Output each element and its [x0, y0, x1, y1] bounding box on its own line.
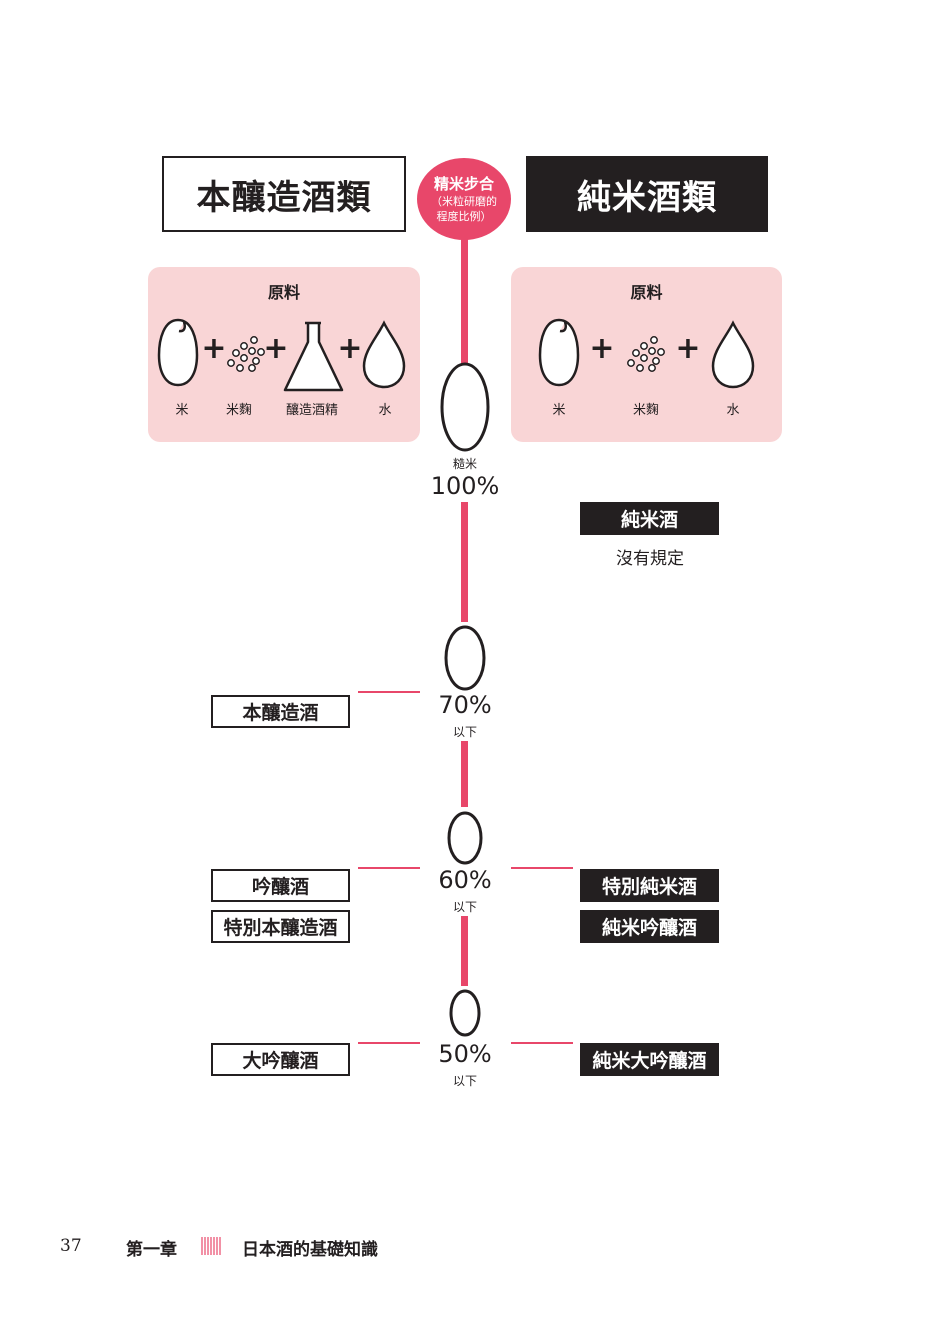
- label-junmai: 純米酒: [580, 502, 719, 535]
- chapter-title: 日本酒的基礎知識: [242, 1240, 378, 1260]
- label-ginjo: 吟釀酒: [211, 869, 350, 902]
- page-number: 37: [60, 1236, 82, 1256]
- plus-sign: +: [201, 331, 227, 366]
- ingredient-label-water: 水: [726, 403, 740, 418]
- plus-sign: +: [337, 331, 363, 366]
- percent-100: 100%: [430, 472, 500, 500]
- junmai-category-title: 純米酒類: [526, 156, 768, 232]
- axis-line: [461, 502, 468, 622]
- label-honjozo: 本釀造酒: [211, 695, 350, 728]
- brown-rice-label: 糙米: [452, 457, 478, 471]
- leader-line: [358, 867, 420, 869]
- leader-line: [511, 867, 573, 869]
- polishing-ratio-badge: 精米步合 （米粒研磨的 程度比例）: [417, 158, 511, 240]
- chapter-divider-icon: [201, 1237, 221, 1255]
- ingredients-title: 原料: [630, 283, 663, 302]
- percent-50-note: 以下: [452, 1074, 478, 1088]
- ingredient-label-alcohol: 釀造酒精: [285, 403, 339, 418]
- polishing-ratio-title: 精米步合: [433, 174, 494, 193]
- label-daiginjo: 大吟釀酒: [211, 1043, 350, 1076]
- ingredients-title: 原料: [267, 283, 300, 302]
- percent-60: 60%: [438, 866, 492, 894]
- chapter-label: 第一章: [126, 1240, 177, 1260]
- brown-rice-grain-icon: [440, 362, 490, 452]
- percent-70: 70%: [438, 691, 492, 719]
- leader-line: [511, 1042, 573, 1044]
- junmai-ingredients-panel: 原料 + + 米 米麴 水: [511, 267, 782, 442]
- leader-line: [358, 1042, 420, 1044]
- plus-sign: +: [589, 331, 615, 366]
- koji-icon: [227, 336, 265, 372]
- rice-60-grain-icon: [447, 811, 483, 865]
- plus-sign: +: [675, 331, 701, 366]
- rice-grain-icon: [538, 318, 580, 387]
- label-junmai-daiginjo: 純米大吟釀酒: [580, 1043, 719, 1076]
- koji-icon: [627, 336, 665, 372]
- leader-line: [358, 691, 420, 693]
- axis-line: [461, 238, 468, 364]
- ingredient-label-koji: 米麴: [632, 403, 660, 418]
- ingredient-label-koji: 米麴: [225, 403, 253, 418]
- percent-50: 50%: [438, 1040, 492, 1068]
- label-junmai-ginjo: 純米吟釀酒: [580, 910, 719, 943]
- honjozo-category-title: 本釀造酒類: [162, 156, 406, 232]
- percent-60-note: 以下: [452, 900, 478, 914]
- junmai-ingredient-icons: [538, 318, 755, 389]
- axis-line: [461, 741, 468, 807]
- polishing-ratio-note-1: （米粒研磨的: [431, 194, 497, 208]
- rice-50-grain-icon: [449, 989, 481, 1037]
- junmai-no-rule-note: 沒有規定: [616, 549, 684, 569]
- plus-sign: +: [263, 331, 289, 366]
- alcohol-flask-icon: [283, 321, 344, 392]
- percent-70-note: 以下: [452, 725, 478, 739]
- polishing-ratio-note-2: 程度比例）: [436, 209, 492, 223]
- label-tokubetsu-honjozo: 特別本釀造酒: [211, 910, 350, 943]
- polished-rice-grains: [440, 362, 490, 1037]
- axis-line: [461, 916, 468, 986]
- honjozo-ingredients-panel: 原料 + + + 米 米麴 釀造酒精 水: [148, 267, 420, 442]
- honjozo-ingredient-icons: [157, 318, 406, 392]
- ingredient-label-rice: 米: [552, 403, 566, 418]
- rice-grain-icon: [157, 318, 199, 387]
- ingredient-label-water: 水: [378, 403, 392, 418]
- water-drop-icon: [362, 320, 406, 389]
- label-tokubetsu-junmai: 特別純米酒: [580, 869, 719, 902]
- ingredient-label-rice: 米: [175, 403, 189, 418]
- water-drop-icon: [711, 320, 755, 389]
- rice-70-grain-icon: [444, 625, 486, 691]
